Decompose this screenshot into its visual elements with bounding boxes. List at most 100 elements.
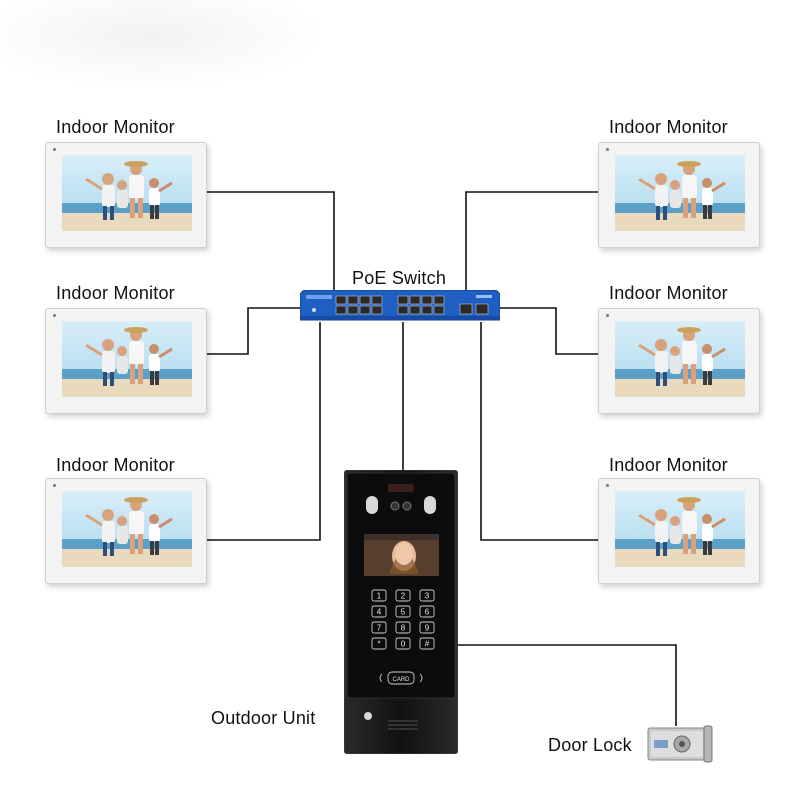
power-indicator bbox=[53, 148, 56, 151]
switch-port[interactable] bbox=[433, 305, 445, 315]
indoor-monitor-left-3 bbox=[45, 478, 207, 584]
keypad-key[interactable]: 8 bbox=[395, 621, 411, 634]
indoor-monitor-right-2 bbox=[598, 308, 760, 414]
wire-left-1 bbox=[206, 191, 335, 296]
monitor-screen-image bbox=[62, 491, 192, 567]
indoor-monitor-left-2 bbox=[45, 308, 207, 414]
keypad-key-frame bbox=[371, 605, 387, 618]
keypad-key-label: 0 bbox=[401, 640, 406, 649]
indoor-monitor-right-1 bbox=[598, 142, 760, 248]
card-reader[interactable] bbox=[387, 671, 415, 685]
keypad-key-frame bbox=[419, 605, 435, 618]
monitor-screen-image bbox=[615, 491, 745, 567]
call-indicator-icon bbox=[364, 712, 372, 720]
switch-label: PoE Switch bbox=[352, 268, 447, 288]
switch-port[interactable] bbox=[359, 305, 371, 315]
keypad-key[interactable]: * bbox=[371, 637, 387, 650]
switch-port[interactable] bbox=[335, 305, 347, 315]
monitor-screen-image bbox=[615, 321, 745, 397]
wire-door-lock bbox=[456, 644, 677, 726]
power-indicator bbox=[53, 484, 56, 487]
speaker-grille-icon bbox=[388, 720, 418, 730]
power-indicator bbox=[606, 148, 609, 151]
switch-port[interactable] bbox=[371, 305, 383, 315]
monitor-label-right-1: Indoor Monitor bbox=[609, 117, 728, 137]
keypad-key-frame bbox=[419, 637, 435, 650]
keypad-key-label: * bbox=[377, 640, 380, 649]
outdoor-unit-label: Outdoor Unit bbox=[211, 708, 316, 728]
wire-left-2 bbox=[206, 307, 304, 355]
keypad-key-label: 9 bbox=[425, 624, 430, 633]
power-indicator bbox=[53, 314, 56, 317]
card-label: CARD bbox=[392, 677, 410, 683]
switch-logo bbox=[306, 295, 332, 299]
keypad-key[interactable]: 5 bbox=[395, 605, 411, 618]
light-sensor-icon bbox=[366, 496, 378, 514]
nfc-wave-icon bbox=[419, 673, 423, 683]
keypad-key[interactable]: 4 bbox=[371, 605, 387, 618]
indoor-monitor-left-1 bbox=[45, 142, 207, 248]
keypad: 1 2 3 4 5 6 7 8 9 * 0 # bbox=[371, 589, 435, 650]
keypad-key-frame bbox=[395, 637, 411, 650]
switch-uplink-port[interactable] bbox=[459, 303, 473, 315]
keypad-key[interactable]: 1 bbox=[371, 589, 387, 602]
switch-port[interactable] bbox=[371, 295, 383, 305]
keypad-key-label: 7 bbox=[377, 624, 382, 633]
switch-port[interactable] bbox=[347, 305, 359, 315]
keypad-key-frame bbox=[419, 621, 435, 634]
monitor-screen-image bbox=[62, 155, 192, 231]
keyhole-icon bbox=[679, 741, 685, 747]
wire-right-2 bbox=[497, 307, 598, 355]
switch-port[interactable] bbox=[335, 295, 347, 305]
keypad-key[interactable]: 2 bbox=[395, 589, 411, 602]
monitor-screen-image bbox=[62, 321, 192, 397]
monitor-label-left-1: Indoor Monitor bbox=[56, 117, 175, 137]
keypad-key[interactable]: 7 bbox=[371, 621, 387, 634]
nfc-wave-icon bbox=[379, 673, 383, 683]
keypad-key[interactable]: 3 bbox=[419, 589, 435, 602]
switch-port[interactable] bbox=[421, 305, 433, 315]
keypad-key-frame bbox=[371, 621, 387, 634]
switch-port[interactable] bbox=[409, 295, 421, 305]
keypad-key-frame bbox=[395, 621, 411, 634]
keypad-key-label: 2 bbox=[401, 592, 406, 601]
keypad-key-label: 8 bbox=[401, 624, 406, 633]
light-sensor-icon bbox=[424, 496, 436, 514]
keypad-key[interactable]: 9 bbox=[419, 621, 435, 634]
switch-port[interactable] bbox=[409, 305, 421, 315]
camera-ir-window bbox=[388, 484, 414, 492]
keypad-key-frame bbox=[371, 589, 387, 602]
switch-port[interactable] bbox=[397, 305, 409, 315]
monitor-label-left-3: Indoor Monitor bbox=[56, 455, 175, 475]
keypad-key-label: 4 bbox=[377, 608, 382, 617]
switch-port[interactable] bbox=[347, 295, 359, 305]
wire-right-3 bbox=[480, 322, 598, 541]
keypad-key-frame bbox=[419, 589, 435, 602]
outdoor-unit: 1 2 3 4 5 6 7 8 9 * 0 # CARD bbox=[344, 470, 458, 754]
keypad-key-label: 6 bbox=[425, 608, 430, 617]
keypad-key-label: 5 bbox=[401, 608, 406, 617]
switch-port[interactable] bbox=[421, 295, 433, 305]
switch-port[interactable] bbox=[397, 295, 409, 305]
door-lock-label: Door Lock bbox=[548, 735, 632, 755]
keypad-key-frame bbox=[395, 605, 411, 618]
keypad-key-label: # bbox=[425, 640, 430, 649]
camera-lens-icon bbox=[390, 501, 400, 511]
monitor-label-right-2: Indoor Monitor bbox=[609, 283, 728, 303]
power-indicator bbox=[606, 314, 609, 317]
monitor-label-right-3: Indoor Monitor bbox=[609, 455, 728, 475]
wire-right-1 bbox=[465, 191, 598, 296]
keypad-key[interactable]: # bbox=[419, 637, 435, 650]
keypad-key[interactable]: 0 bbox=[395, 637, 411, 650]
monitor-label-left-2: Indoor Monitor bbox=[56, 283, 175, 303]
switch-port[interactable] bbox=[433, 295, 445, 305]
indoor-monitor-right-3 bbox=[598, 478, 760, 584]
switch-uplink-port[interactable] bbox=[475, 303, 489, 315]
wire-left-3 bbox=[206, 322, 321, 541]
keypad-key-label: 1 bbox=[377, 592, 382, 601]
camera-lens-icon bbox=[402, 501, 412, 511]
poe-switch bbox=[300, 290, 500, 321]
switch-port[interactable] bbox=[359, 295, 371, 305]
keypad-key[interactable]: 6 bbox=[419, 605, 435, 618]
